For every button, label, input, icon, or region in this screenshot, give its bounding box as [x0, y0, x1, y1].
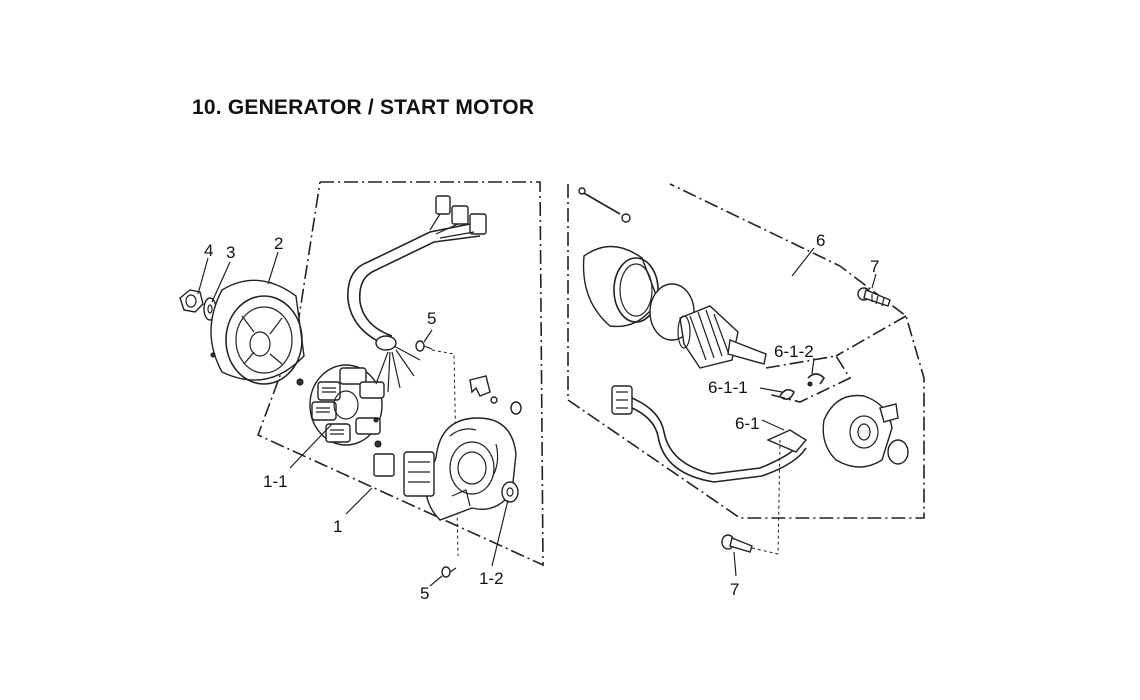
pulser-bracket-part	[373, 375, 522, 423]
leader-6-1	[761, 419, 785, 431]
callout-1: 1	[333, 517, 342, 536]
start-motor-inner-outline	[765, 315, 907, 403]
stator-coil-part	[296, 364, 385, 448]
wiring-harness	[347, 195, 487, 393]
motor-end-cover-part	[822, 394, 899, 468]
motor-cable-part	[611, 385, 808, 483]
generator-group-outline	[256, 181, 544, 567]
mount-bolt-top-part	[857, 287, 891, 307]
callout-6: 6	[816, 231, 825, 250]
start-motor-group-outline	[567, 183, 925, 519]
callout-1-1: 1-1	[263, 472, 288, 491]
leader-4	[197, 257, 209, 295]
generator-assembly: 4 3 2 1-1 1 1-2 5 5	[179, 181, 544, 603]
leader-7-bottom	[733, 551, 737, 577]
callout-4: 4	[204, 241, 213, 260]
leader-6-1-2	[811, 357, 815, 375]
page-title: 10. GENERATOR / START MOTOR	[192, 96, 535, 119]
leader-5-bottom	[429, 575, 443, 587]
through-bolt-part	[578, 187, 631, 223]
leader-1	[345, 487, 373, 515]
grommet-part	[501, 481, 519, 503]
armature-part	[677, 305, 767, 369]
leader-5-top	[423, 329, 433, 343]
leader-1-2	[491, 499, 509, 567]
screw-bottom-part	[441, 566, 457, 578]
callout-6-1: 6-1	[735, 414, 760, 433]
callout-5-bottom: 5	[420, 584, 429, 603]
leader-7-top	[871, 273, 877, 289]
callout-7-top: 7	[870, 257, 879, 276]
leader-2	[267, 251, 279, 285]
leader-6-1-1	[759, 387, 783, 393]
leader-6	[791, 247, 815, 277]
callout-7-bottom: 7	[730, 580, 739, 599]
small-o-ring-part	[887, 439, 909, 465]
motor-housing-part	[582, 245, 659, 328]
callout-6-1-2: 6-1-2	[774, 342, 814, 361]
nut-part	[179, 289, 204, 313]
leader-3	[211, 261, 231, 303]
callout-1-2: 1-2	[479, 569, 504, 588]
leader-1-1	[289, 423, 333, 469]
mount-bolt-bottom-part	[721, 439, 781, 555]
callout-6-1-1: 6-1-1	[708, 378, 748, 397]
stator-base-plate	[373, 417, 517, 521]
callout-3: 3	[226, 243, 235, 262]
brush-spring-part	[779, 373, 826, 400]
flywheel-part	[210, 279, 305, 385]
callout-5-top: 5	[427, 309, 436, 328]
callout-2: 2	[274, 234, 283, 253]
start-motor-assembly: 6 7 6-1-2 6-1-1 6-1 7	[567, 183, 925, 599]
